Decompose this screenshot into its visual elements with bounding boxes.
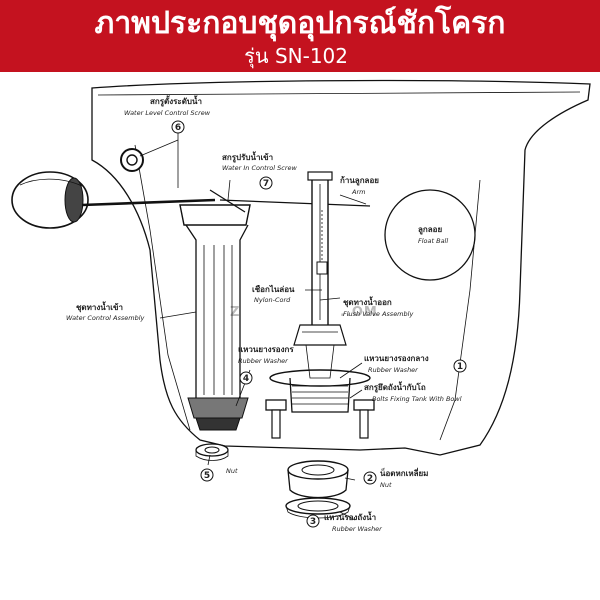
label-nylon-cord: เชือกไนล่อน Nylon-Cord: [252, 284, 295, 304]
svg-text:Rubber Washer: Rubber Washer: [368, 366, 419, 374]
svg-text:6: 6: [175, 123, 181, 133]
tank-bolt-right: [353, 399, 375, 439]
label-flush-valve-assembly: ชุดทางน้ำออก Flush Valve Assembly: [343, 296, 413, 318]
tank-bolt-left: [265, 399, 287, 439]
page-title: ภาพประกอบชุดอุปกรณ์ชักโครก: [94, 6, 506, 41]
label-float-ball: ลูกลอย Float Ball: [418, 225, 448, 245]
label-hex-nut-2: 2 น็อตหกเหลี่ยม Nut: [363, 467, 428, 489]
svg-text:ชุดทางน้ำเข้า: ชุดทางน้ำเข้า: [76, 301, 123, 313]
tank-inner-wall: [134, 144, 191, 431]
hex-nut: [287, 460, 349, 499]
label-rubber-washer-1: แหวนยางรองกลาง Rubber Washer 1: [364, 354, 467, 374]
svg-text:สกรูยึดถังน้ำกับโถ: สกรูยึดถังน้ำกับโถ: [364, 381, 426, 393]
model-subtitle: รุ่น SN-102: [244, 44, 348, 68]
svg-text:Rubber Washer: Rubber Washer: [332, 525, 383, 533]
float-arm-2: [219, 199, 371, 207]
svg-text:แหวนยางรองกร: แหวนยางรองกร: [238, 345, 294, 354]
toilet-tank-diagram: ..OM Z: [11, 79, 591, 533]
leader-line: [159, 311, 197, 319]
leader-line: [227, 179, 231, 201]
svg-text:Water In Control Screw: Water In Control Screw: [222, 164, 298, 172]
small-nut: [195, 443, 229, 461]
svg-text:เชือกไนล่อน: เชือกไนล่อน: [252, 284, 295, 294]
svg-text:Flush Valve Assembly: Flush Valve Assembly: [343, 310, 413, 318]
svg-text:Float Ball: Float Ball: [418, 237, 448, 245]
svg-text:สกรูปรับน้ำเข้า: สกรูปรับน้ำเข้า: [222, 151, 273, 163]
svg-text:น็อตหกเหลี่ยม: น็อตหกเหลี่ยม: [380, 467, 428, 478]
svg-text:Water Level Control Screw: Water Level Control Screw: [124, 109, 211, 117]
label-arm: ก้านลูกลอย Arm: [340, 175, 379, 196]
leader-line: [339, 194, 367, 205]
svg-text:2: 2: [367, 474, 373, 484]
svg-text:Nut: Nut: [226, 467, 238, 475]
svg-text:5: 5: [204, 471, 210, 481]
title-banner: ภาพประกอบชุดอุปกรณ์ชักโครก รุ่น SN-102: [0, 0, 600, 72]
svg-text:ก้านลูกลอย: ก้านลูกลอย: [340, 175, 379, 186]
svg-text:Rubber Washer: Rubber Washer: [238, 357, 289, 365]
svg-text:แหวนรองถังน้ำ: แหวนรองถังน้ำ: [324, 511, 376, 522]
float-arm: [81, 198, 216, 207]
rubber-washer-bottom: [285, 497, 351, 519]
svg-text:Nut: Nut: [380, 481, 392, 489]
flush-valve-assembly: [269, 171, 371, 413]
water-control-assembly: [179, 189, 251, 431]
svg-text:Arm: Arm: [351, 188, 365, 196]
svg-text:ชุดทางน้ำออก: ชุดทางน้ำออก: [343, 296, 392, 308]
watermark-text: ..OM: [340, 305, 378, 320]
svg-text:ลูกลอย: ลูกลอย: [418, 225, 442, 235]
svg-text:สกรูตั้งระดับน้ำ: สกรูตั้งระดับน้ำ: [150, 95, 202, 107]
label-rubber-washer-3: 3 แหวนรองถังน้ำ Rubber Washer: [306, 511, 383, 533]
svg-text:3: 3: [310, 517, 316, 527]
leader-line: [344, 477, 356, 481]
water-level-screw: [120, 148, 144, 172]
float-ball-callout: [384, 189, 476, 281]
label-water-control-assembly: ชุดทางน้ำเข้า Water Control Assembly: [66, 301, 145, 322]
svg-text:Nylon-Cord: Nylon-Cord: [254, 296, 291, 304]
label-water-in-control-screw: สกรูปรับน้ำเข้า Water In Control Screw 7: [222, 151, 298, 190]
label-rubber-washer-4: แหวนยางรองกร Rubber Washer 4: [238, 345, 294, 385]
leader-line: [207, 454, 211, 466]
svg-text:1: 1: [457, 362, 463, 372]
leader-line: [349, 389, 363, 399]
tank-rim: [97, 91, 581, 96]
leader-line: [319, 297, 341, 301]
svg-text:Water Control Assembly: Water Control Assembly: [66, 314, 145, 322]
label-water-level-control-screw: สกรูตั้งระดับน้ำ Water Level Control Scr…: [124, 95, 211, 134]
float-ball: [11, 171, 89, 229]
svg-text:7: 7: [263, 179, 269, 189]
svg-text:4: 4: [243, 374, 249, 384]
svg-text:Bolts Fixing Tank With Bowl: Bolts Fixing Tank With Bowl: [372, 395, 462, 403]
label-nut-5: 5 Nut: [200, 467, 238, 482]
label-bolts-fixing: สกรูยึดถังน้ำกับโถ Bolts Fixing Tank Wit…: [364, 381, 462, 403]
tank-outline: [91, 79, 591, 456]
svg-text:แหวนยางรองกลาง: แหวนยางรองกลาง: [364, 354, 429, 363]
leader-line: [339, 362, 363, 379]
watermark-text: Z: [230, 305, 240, 320]
leader-line: [139, 139, 179, 157]
leader-line: [339, 511, 356, 521]
